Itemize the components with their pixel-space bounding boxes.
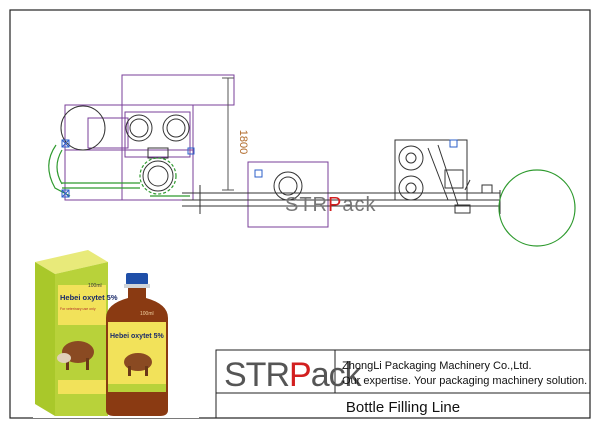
box-volume: 100ml	[88, 283, 102, 289]
calf-icon	[57, 353, 71, 363]
bottle-volume: 100ml	[140, 311, 154, 317]
pump-wheel-1	[125, 114, 153, 142]
bottle-label: Hebei oxytet 5%	[110, 333, 164, 340]
filling-machine-inner-frame	[124, 111, 191, 158]
blue-markers	[61, 139, 458, 198]
label-roll-1	[398, 145, 424, 171]
title-block	[215, 349, 591, 419]
company-slogan: Our expertise. Your packaging machinery …	[342, 375, 587, 387]
dimension-label: 1800	[237, 130, 249, 154]
star-wheel-filling	[142, 160, 174, 192]
label-roll-2	[398, 175, 424, 201]
labeling-machine	[394, 139, 468, 201]
accumulation-table	[498, 169, 576, 247]
title-block-logo: STRPack	[224, 356, 363, 394]
drawing-title: Bottle Filling Line	[346, 399, 460, 416]
hopper-box	[87, 117, 129, 149]
bottle-cap	[126, 273, 148, 285]
filling-machine-frame	[64, 104, 194, 201]
company-name: ZhongLi Packaging Machinery Co.,Ltd.	[342, 360, 532, 372]
box-subtext: For veterinary use only	[60, 307, 96, 311]
layout-drawing	[64, 74, 329, 228]
medicine-box: Hebei oxytet 5% 100ml For veterinary use…	[35, 250, 118, 416]
bottle-infeed-arc	[48, 144, 71, 197]
pump-wheel-2	[162, 114, 190, 142]
box-label: Hebei oxytet 5%	[60, 293, 118, 302]
product-photo: Hebei oxytet 5% 100ml For veterinary use…	[33, 248, 199, 418]
large-turntable	[60, 105, 106, 151]
drawing-watermark-brand: STRPack	[285, 194, 376, 216]
capping-station-frame	[247, 161, 329, 228]
filling-machine-top-frame	[121, 74, 235, 106]
medicine-bottle: 100ml Hebei oxytet 5%	[106, 273, 168, 416]
mechanical-parts	[60, 105, 501, 214]
bottle-path	[48, 144, 576, 247]
